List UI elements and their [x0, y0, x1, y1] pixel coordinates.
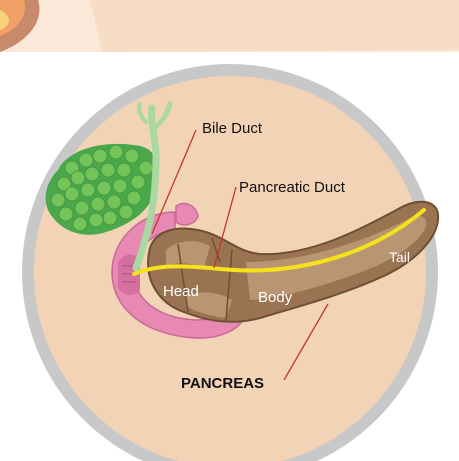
top-panel-shadow: [90, 0, 459, 52]
label-pancreas: PANCREAS: [181, 375, 264, 392]
label-bile-duct: Bile Duct: [202, 120, 263, 137]
label-head: Head: [163, 283, 199, 300]
label-pancreatic-duct: Pancreatic Duct: [239, 179, 346, 196]
label-body: Body: [258, 289, 293, 306]
label-tail: Tail: [389, 249, 410, 265]
